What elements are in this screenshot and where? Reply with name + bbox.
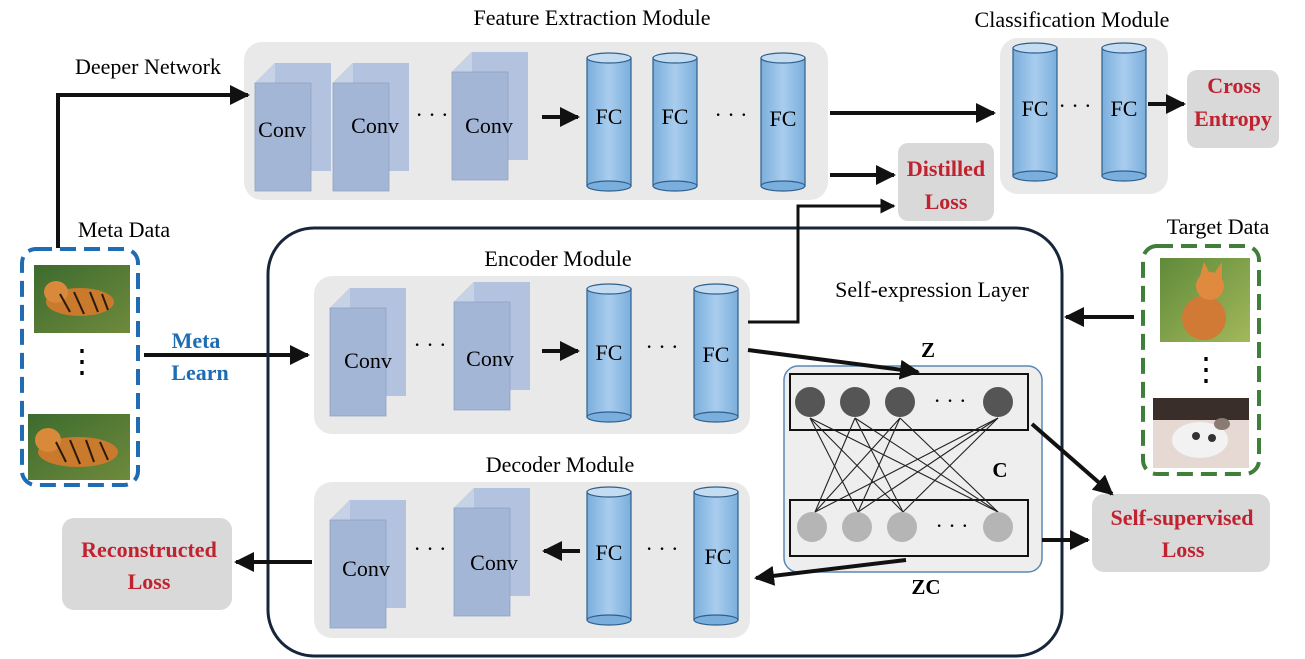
self-supervised-loss-line2: Loss [1162, 537, 1205, 562]
svg-text:Conv: Conv [258, 117, 306, 142]
decoder-fc-2: FC [693, 486, 739, 626]
feature-conv-2: Conv [332, 62, 410, 192]
zc-node [797, 512, 827, 542]
zc-node [887, 512, 917, 542]
svg-text:FC: FC [1022, 96, 1049, 121]
svg-text:FC: FC [596, 104, 623, 129]
encoder-fc-ellipsis: · · · [646, 334, 679, 359]
encoder-fc-2: FC [693, 283, 739, 423]
z-node [795, 387, 825, 417]
feature-conv-3: Conv [451, 51, 529, 181]
target-image-bottom [1153, 398, 1249, 468]
decoder-conv-1: Conv [329, 499, 407, 629]
arrow-z-to-self-supervised [1030, 422, 1114, 496]
svg-text:FC: FC [703, 342, 730, 367]
meta-image-top [34, 265, 130, 333]
classification-title: Classification Module [975, 7, 1170, 32]
zc-node-row [789, 499, 1029, 557]
target-image-top [1160, 258, 1250, 342]
self-supervised-loss-line1: Self-supervised [1111, 505, 1254, 530]
arrow-encoder-to-distilled [748, 198, 896, 324]
target-vdots: ⋮ [1190, 351, 1222, 387]
zc-node [842, 512, 872, 542]
encoder-fc-1: FC [586, 283, 632, 423]
distilled-loss-line1: Distilled [907, 156, 985, 181]
svg-text:Conv: Conv [470, 550, 518, 575]
zc-node-ellipsis: · · · [936, 513, 969, 538]
svg-text:Conv: Conv [342, 556, 390, 581]
cross-entropy-line1: Cross [1207, 73, 1261, 98]
z-node-row [789, 373, 1029, 431]
decoder-module [314, 482, 750, 638]
cross-entropy-line2: Entropy [1194, 106, 1272, 131]
feature-fc-1: FC [586, 52, 632, 192]
svg-text:FC: FC [705, 544, 732, 569]
zc-label: ZC [911, 575, 940, 599]
encoder-module [314, 276, 750, 434]
svg-text:FC: FC [770, 106, 797, 131]
reconstructed-loss-line2: Loss [128, 569, 171, 594]
reconstructed-loss-line1: Reconstructed [81, 537, 217, 562]
z-label: Z [921, 338, 935, 362]
target-data-box [1141, 244, 1261, 476]
feature-fc-ellipsis: · · · [715, 102, 748, 127]
self-expression-title: Self-expression Layer [835, 277, 1029, 302]
meta-learn-line1: Meta [172, 328, 221, 353]
meta-image-bottom [28, 414, 130, 480]
svg-text:FC: FC [596, 540, 623, 565]
feature-conv-1: Conv [254, 62, 332, 192]
classification-fc-2: FC [1101, 42, 1147, 182]
svg-text:Conv: Conv [344, 348, 392, 373]
encoder-title: Encoder Module [484, 246, 631, 271]
target-data-label: Target Data [1167, 214, 1270, 239]
decoder-title: Decoder Module [486, 452, 634, 477]
svg-text:FC: FC [1111, 96, 1138, 121]
feature-extraction-title: Feature Extraction Module [473, 5, 710, 30]
z-nodes [795, 387, 1013, 417]
classification-fc-1: FC [1012, 42, 1058, 182]
z-node [840, 387, 870, 417]
encoder-conv-2: Conv [453, 281, 531, 411]
feature-fc-3: FC [760, 52, 806, 192]
feature-fc-2: FC [652, 52, 698, 192]
self-expression-connections [809, 417, 999, 513]
svg-text:FC: FC [662, 104, 689, 129]
meta-vdots: ⋮ [66, 343, 98, 379]
arrow-zc-to-decoder [754, 558, 907, 586]
z-node [885, 387, 915, 417]
decoder-conv-2: Conv [453, 487, 531, 617]
distilled-loss-line2: Loss [925, 189, 968, 214]
meta-data-box [20, 247, 140, 487]
zc-node [983, 512, 1013, 542]
z-node-ellipsis: · · · [934, 388, 967, 413]
svg-text:Conv: Conv [351, 113, 399, 138]
encoder-conv-1: Conv [329, 287, 407, 417]
meta-learn-line2: Learn [171, 360, 228, 385]
svg-text:Conv: Conv [465, 113, 513, 138]
svg-text:FC: FC [596, 340, 623, 365]
zc-nodes [797, 512, 1013, 542]
decoder-conv-ellipsis: · · · [414, 536, 447, 561]
reconstructed-loss-box [62, 518, 232, 610]
c-label: C [992, 458, 1007, 482]
arrow-encoder-to-z [747, 348, 920, 380]
distilled-loss-box [898, 143, 994, 221]
feature-conv-ellipsis: · · · [416, 102, 449, 127]
z-node [983, 387, 1013, 417]
decoder-fc-ellipsis: · · · [646, 536, 679, 561]
deeper-network-label: Deeper Network [75, 54, 221, 79]
decoder-fc-1: FC [586, 486, 632, 626]
cross-entropy-box [1187, 70, 1279, 148]
encoder-conv-ellipsis: · · · [414, 332, 447, 357]
arrow-deeper-network [56, 85, 250, 248]
self-supervised-loss-box [1092, 494, 1270, 572]
svg-text:Conv: Conv [466, 346, 514, 371]
autoencoder-framework-box [266, 226, 1064, 658]
classification-ellipsis: · · · [1059, 93, 1092, 118]
meta-data-label: Meta Data [78, 217, 170, 242]
